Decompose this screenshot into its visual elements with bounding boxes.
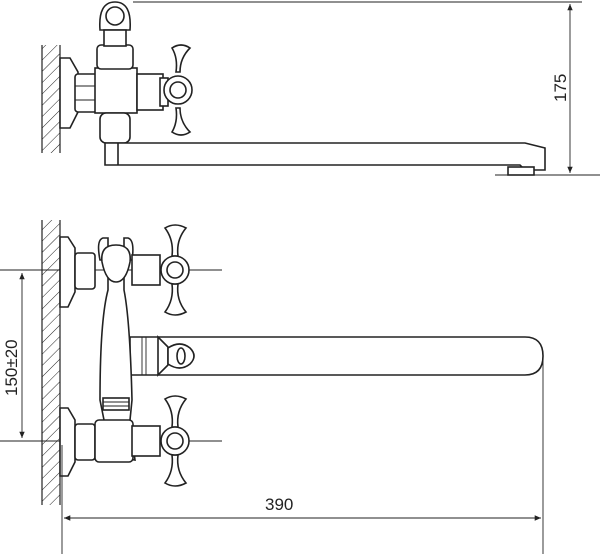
cross-handle-top	[163, 44, 193, 136]
cross-handle-cold	[160, 395, 190, 487]
spout-front	[129, 336, 544, 376]
hex-nut	[74, 73, 98, 113]
dimension-spout-height: 175	[551, 74, 570, 102]
side-view: 175	[41, 1, 600, 176]
wall-hatch-bottom	[41, 220, 61, 505]
cross-handle-hot	[160, 224, 190, 316]
dimension-inlet-spacing: 150±20	[2, 339, 21, 396]
mixer-body	[94, 67, 138, 114]
front-view: 150±20	[0, 220, 544, 554]
wall-hatch-top	[41, 45, 61, 153]
spout-side	[104, 142, 546, 171]
dimension-spout-reach: 390	[265, 495, 293, 514]
aerator	[507, 166, 535, 176]
